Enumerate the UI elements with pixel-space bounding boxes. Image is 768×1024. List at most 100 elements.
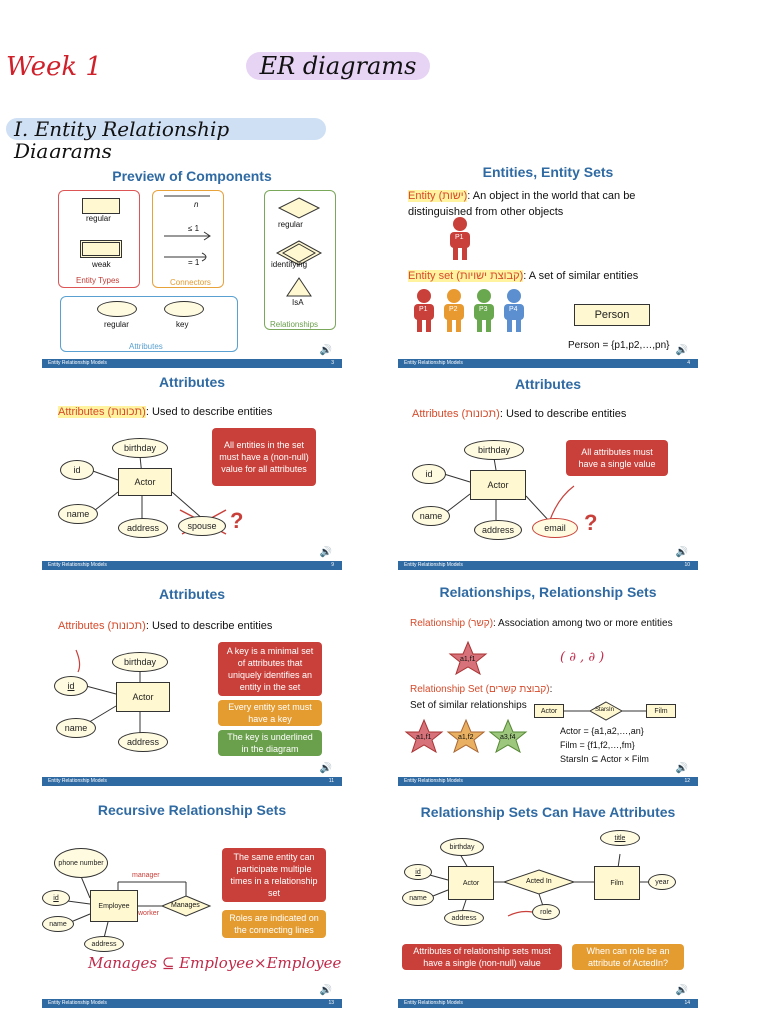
film-entity: Film	[646, 704, 676, 718]
address-attr: address	[84, 936, 124, 952]
callout-single-non-null: Attributes of relationship sets must hav…	[402, 944, 562, 970]
film-set-formula: Film = {f1,f2,…,fm}	[560, 740, 635, 750]
speaker-icon[interactable]: 🔊	[675, 763, 688, 774]
callout-when-role: When can role be an attribute of ActedIn…	[572, 944, 684, 970]
regular-attr-shape	[97, 301, 137, 317]
callout-same-entity: The same entity can participate multiple…	[222, 848, 326, 902]
entity-definition: Entity (ישות): An object in the world th…	[408, 190, 636, 218]
question-mark: ?	[230, 508, 244, 533]
actor-entity: Actor	[470, 470, 526, 500]
key-label: key	[176, 320, 189, 329]
person-formula: Person = {p1,p2,…,pn}	[568, 340, 670, 351]
star-label-2: a1,f2	[458, 734, 474, 741]
speaker-icon[interactable]: 🔊	[319, 985, 332, 996]
address-attr: address	[118, 518, 168, 538]
connector-le1-label: ≤ 1	[188, 224, 200, 233]
set-p4-label: P4	[509, 306, 518, 313]
connectors-panel	[152, 190, 224, 288]
slide-preview-components: Preview of Components regular weak Entit…	[42, 158, 342, 368]
relationship-definition: Relationship (קשר): Association among tw…	[410, 618, 673, 629]
connector-eq1-label: = 1	[188, 258, 200, 267]
phone-number-attr: phone number	[54, 848, 108, 878]
connectors-caption: Connectors	[170, 278, 211, 287]
person-entity-box: Person	[574, 304, 650, 326]
id-key-attr: id	[54, 676, 88, 696]
name-attr: name	[42, 916, 74, 932]
speaker-icon[interactable]: 🔊	[675, 547, 688, 558]
entity-types-panel	[58, 190, 140, 288]
birthday-attr: birthday	[464, 440, 524, 460]
speaker-icon[interactable]: 🔊	[319, 547, 332, 558]
starsin-subset-formula: StarsIn ⊆ Actor × Film	[560, 754, 649, 764]
key-attr-shape	[164, 301, 204, 317]
relationship-set-definition: Relationship Set (קבוצת קשרים): Set of s…	[410, 684, 553, 711]
id-attr: id	[60, 460, 94, 480]
relationships-caption: Relationships	[270, 320, 319, 329]
title-key-attr: title	[600, 830, 640, 846]
email-attr: email	[532, 518, 578, 538]
address-attr: address	[444, 910, 484, 926]
callout-single-value: All attributes must have a single value	[566, 440, 668, 476]
birthday-attr: birthday	[112, 438, 168, 458]
manages-relationship: Manages	[171, 902, 200, 909]
slide-relationships: Relationships, Relationship Sets Relatio…	[398, 580, 698, 786]
isa-label: IsA	[292, 298, 304, 307]
slide-title: Attributes	[158, 374, 226, 390]
slide-recursive: Recursive Relationship Sets phone number…	[42, 794, 342, 1008]
slide-title: Relationships, Relationship Sets	[439, 584, 657, 600]
slide-title: Preview of Components	[112, 168, 272, 184]
speaker-icon[interactable]: 🔊	[675, 985, 688, 996]
slide-title: Attributes	[514, 376, 582, 392]
set-p1-label: P1	[419, 306, 428, 313]
slide-attributes-1: Attributes Attributes (תכונות): Used to …	[42, 370, 342, 570]
entity-set-definition: Entity set (קבוצת ישויות): A set of simi…	[408, 270, 639, 282]
id-key-attr: id	[42, 890, 70, 906]
role-attr: role	[532, 904, 560, 920]
rel-regular-label: regular	[278, 220, 303, 229]
slide-relationship-attributes: Relationship Sets Can Have Attributes bi…	[398, 794, 698, 1008]
name-attr: name	[56, 718, 96, 738]
week-heading: Week 1	[6, 52, 102, 82]
employee-entity: Employee	[90, 890, 138, 922]
speaker-icon[interactable]: 🔊	[675, 345, 688, 356]
section-heading: I. Entity Relationship Diagrams	[6, 118, 326, 162]
person-figures	[414, 217, 524, 332]
star-label: a1,f1	[460, 656, 476, 663]
worker-role-label: worker	[138, 910, 160, 917]
connector-n-label: n	[194, 200, 199, 209]
relationships-panel	[264, 190, 336, 330]
regular-entity-shape	[82, 198, 120, 214]
starsin-relationship: StarsIn	[595, 707, 615, 713]
birthday-attr: birthday	[112, 652, 168, 672]
name-attr: name	[58, 504, 98, 524]
birthday-attr: birthday	[440, 838, 484, 856]
person-p1-label: P1	[455, 234, 464, 241]
identifying-label: identifying	[271, 260, 308, 269]
handwritten-subset-note: Manages ⊆ Employee×Employee	[88, 954, 342, 972]
callout-key-definition: A key is a minimal set of attributes tha…	[218, 642, 322, 696]
actor-entity: Actor	[534, 704, 564, 718]
regular-entity-label: regular	[86, 214, 111, 223]
slide-title: Entities, Entity Sets	[482, 164, 614, 180]
star-label-3: a3,f4	[500, 734, 516, 741]
set-p3-label: P3	[479, 306, 488, 313]
speaker-icon[interactable]: 🔊	[319, 763, 332, 774]
attributes-caption: Attributes	[129, 342, 163, 351]
name-attr: name	[412, 506, 450, 526]
speaker-icon[interactable]: 🔊	[319, 345, 332, 356]
actedin-er-lines	[425, 853, 650, 917]
slide-attributes-2: Attributes Attributes (תכונות): Used to …	[398, 370, 698, 570]
attr-regular-label: regular	[104, 320, 129, 329]
year-attr: year	[648, 874, 676, 890]
film-entity: Film	[594, 866, 640, 900]
weak-entity-shape	[80, 240, 122, 258]
actedin-relationship: Acted In	[526, 878, 552, 885]
attributes-definition: Attributes (תכונות): Used to describe en…	[58, 620, 273, 632]
callout-must-have-key: Every entity set must have a key	[218, 700, 322, 726]
actor-set-formula: Actor = {a1,a2,…,an}	[560, 726, 644, 736]
